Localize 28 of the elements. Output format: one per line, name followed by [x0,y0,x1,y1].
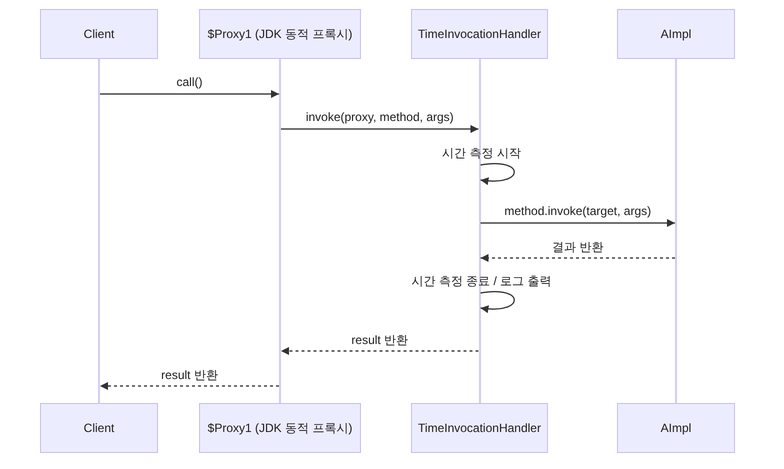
message-label: 결과 반환 [552,239,604,256]
participant-box: TimeInvocationHandler [411,9,548,59]
message-label: call() [176,75,202,89]
participant-box: AImpl [617,9,735,59]
message-label: result 반환 [351,332,408,349]
lifeline [279,59,281,403]
lifeline [675,59,677,403]
message-arrow [100,90,279,98]
message-arrow [281,347,478,355]
self-message-arrow [480,291,515,313]
message-label: method.invoke(target, args) [504,204,652,218]
message-arrow [281,125,478,133]
participant-box: Client [40,403,158,453]
participant-box: TimeInvocationHandler [411,403,548,453]
message-label: 시간 측정 종료 / 로그 출력 [412,273,552,290]
message-label: invoke(proxy, method, args) [306,110,454,124]
lifeline [98,59,100,403]
message-label: 시간 측정 시작 [442,145,521,162]
message-arrow [480,219,675,227]
participant-box: $Proxy1 (JDK 동적 프록시) [199,403,361,453]
participant-box: Client [40,9,158,59]
message-arrow [480,254,675,262]
lifeline [478,59,480,403]
message-arrow [100,382,279,390]
participant-box: $Proxy1 (JDK 동적 프록시) [199,9,361,59]
self-message-arrow [480,163,515,185]
participant-box: AImpl [617,403,735,453]
message-label: result 반환 [161,367,218,384]
